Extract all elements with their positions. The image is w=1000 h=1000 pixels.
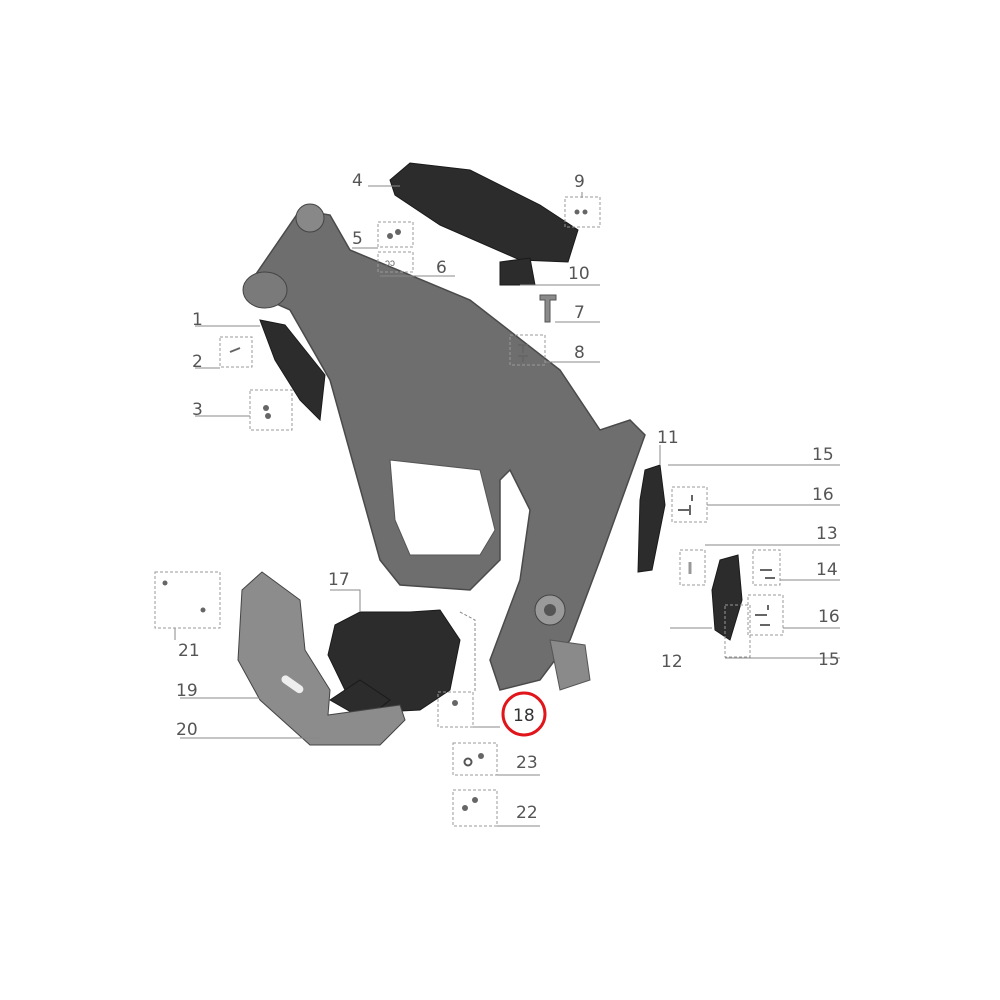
label-part-17[interactable]: 17 [328,570,350,590]
label-part-1[interactable]: 1 [192,310,203,330]
label-part-20[interactable]: 20 [176,720,198,740]
main-frame[interactable] [242,203,646,691]
svg-text:ↄↄ: ↄↄ [385,258,395,269]
label-part-15-top[interactable]: 15 [812,445,834,465]
label-part-22[interactable]: 22 [516,803,538,823]
label-part-23[interactable]: 23 [516,753,538,773]
part-12-guard[interactable] [711,554,743,641]
label-part-3[interactable]: 3 [192,400,203,420]
label-part-11[interactable]: 11 [657,428,679,448]
label-part-16-top[interactable]: 16 [812,485,834,505]
label-part-7[interactable]: 7 [574,303,585,323]
label-part-15-bottom[interactable]: 15 [818,650,840,670]
hardware-boxes: ↄↄ [154,196,784,827]
label-part-19[interactable]: 19 [176,681,198,701]
part-11-guard[interactable] [637,464,666,573]
label-part-10[interactable]: 10 [568,264,590,284]
part-labels: 1 2 3 4 5 6 7 8 9 10 11 15 16 13 14 16 1… [176,171,840,823]
label-part-21[interactable]: 21 [178,641,200,661]
label-part-14[interactable]: 14 [816,560,838,580]
label-part-2[interactable]: 2 [192,352,203,372]
label-part-8[interactable]: 8 [574,343,585,363]
label-part-6[interactable]: 6 [436,258,447,278]
label-part-18[interactable]: 18 [513,706,535,726]
part-19-skid-plate[interactable] [237,571,406,746]
label-part-5[interactable]: 5 [352,229,363,249]
part-10-bracket[interactable] [499,257,536,286]
leader-lines [174,185,840,827]
part-1-plate[interactable] [259,319,326,422]
label-part-4[interactable]: 4 [352,171,363,191]
part-19-slot [281,675,304,694]
part-7-clip[interactable] [539,294,557,323]
label-part-13[interactable]: 13 [816,524,838,544]
label-part-12[interactable]: 12 [661,652,683,672]
part-4-cover[interactable] [389,162,579,263]
highlight-circle [501,691,547,737]
label-part-9[interactable]: 9 [574,172,585,192]
label-part-16-bottom[interactable]: 16 [818,607,840,627]
